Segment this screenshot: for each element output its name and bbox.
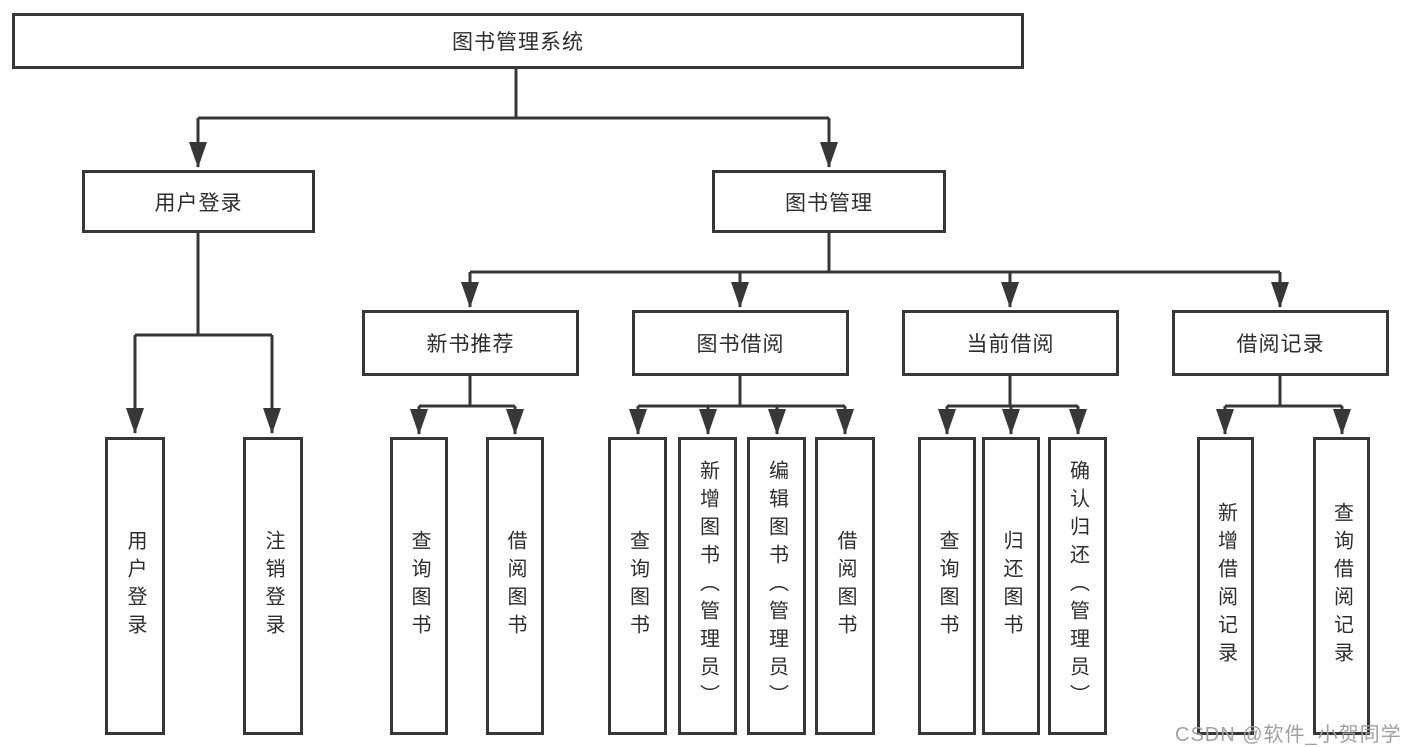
node-current-borrowing: 当前借阅 [902, 310, 1119, 376]
node-label: 借阅图书 [834, 530, 856, 642]
node-leaf-query-books-1: 查询图书 [390, 437, 448, 735]
node-label: 查询图书 [408, 530, 430, 642]
node-label: 图书管理 [785, 191, 873, 215]
node-label: 图书借阅 [696, 333, 785, 356]
node-leaf-add-books-admin: 新增图书（管理员） [678, 437, 737, 735]
node-label: 用户登录 [154, 191, 243, 215]
node-label: 注销登录 [262, 530, 284, 642]
node-leaf-query-borrow-record: 查询借阅记录 [1313, 437, 1370, 735]
bus-lines [135, 69, 1342, 408]
node-borrowing-records: 借阅记录 [1172, 310, 1389, 376]
node-label: 查询图书 [626, 530, 649, 642]
node-book-borrowing: 图书借阅 [632, 310, 849, 376]
node-new-book-recommendation: 新书推荐 [362, 310, 579, 376]
node-leaf-query-books-3: 查询图书 [918, 437, 976, 735]
node-label: 查询图书 [936, 530, 958, 642]
node-leaf-logout: 注销登录 [243, 437, 303, 735]
node-label: 新增图书（管理员） [696, 460, 719, 712]
node-label: 查询借阅记录 [1330, 502, 1353, 670]
node-label: 归还图书 [1000, 530, 1022, 642]
node-book-management-branch: 图书管理 [712, 170, 946, 233]
node-leaf-return-books: 归还图书 [982, 437, 1040, 735]
node-label: 新书推荐 [426, 333, 515, 356]
node-label: 确认归还（管理员） [1066, 460, 1089, 712]
node-label: 借阅记录 [1236, 333, 1325, 356]
node-label: 新增借阅记录 [1214, 502, 1237, 670]
node-leaf-confirm-return-admin: 确认归还（管理员） [1048, 437, 1107, 735]
node-root-system: 图书管理系统 [12, 13, 1024, 69]
node-leaf-user-login: 用户登录 [105, 437, 165, 735]
node-label: 用户登录 [124, 530, 146, 642]
node-label: 当前借阅 [966, 333, 1055, 356]
node-leaf-add-borrow-record: 新增借阅记录 [1197, 437, 1254, 735]
node-user-login-branch: 用户登录 [82, 170, 315, 233]
node-label: 图书管理系统 [452, 31, 584, 54]
node-leaf-query-books-2: 查询图书 [608, 437, 667, 735]
csdn-watermark: CSDN @软件_小贺同学 [1175, 724, 1402, 746]
node-leaf-edit-books-admin: 编辑图书（管理员） [747, 437, 806, 735]
node-label: 借阅图书 [504, 530, 526, 642]
node-label: 编辑图书（管理员） [765, 460, 788, 712]
node-leaf-borrow-books-2: 借阅图书 [815, 437, 875, 735]
node-leaf-borrow-books-1: 借阅图书 [486, 437, 544, 735]
